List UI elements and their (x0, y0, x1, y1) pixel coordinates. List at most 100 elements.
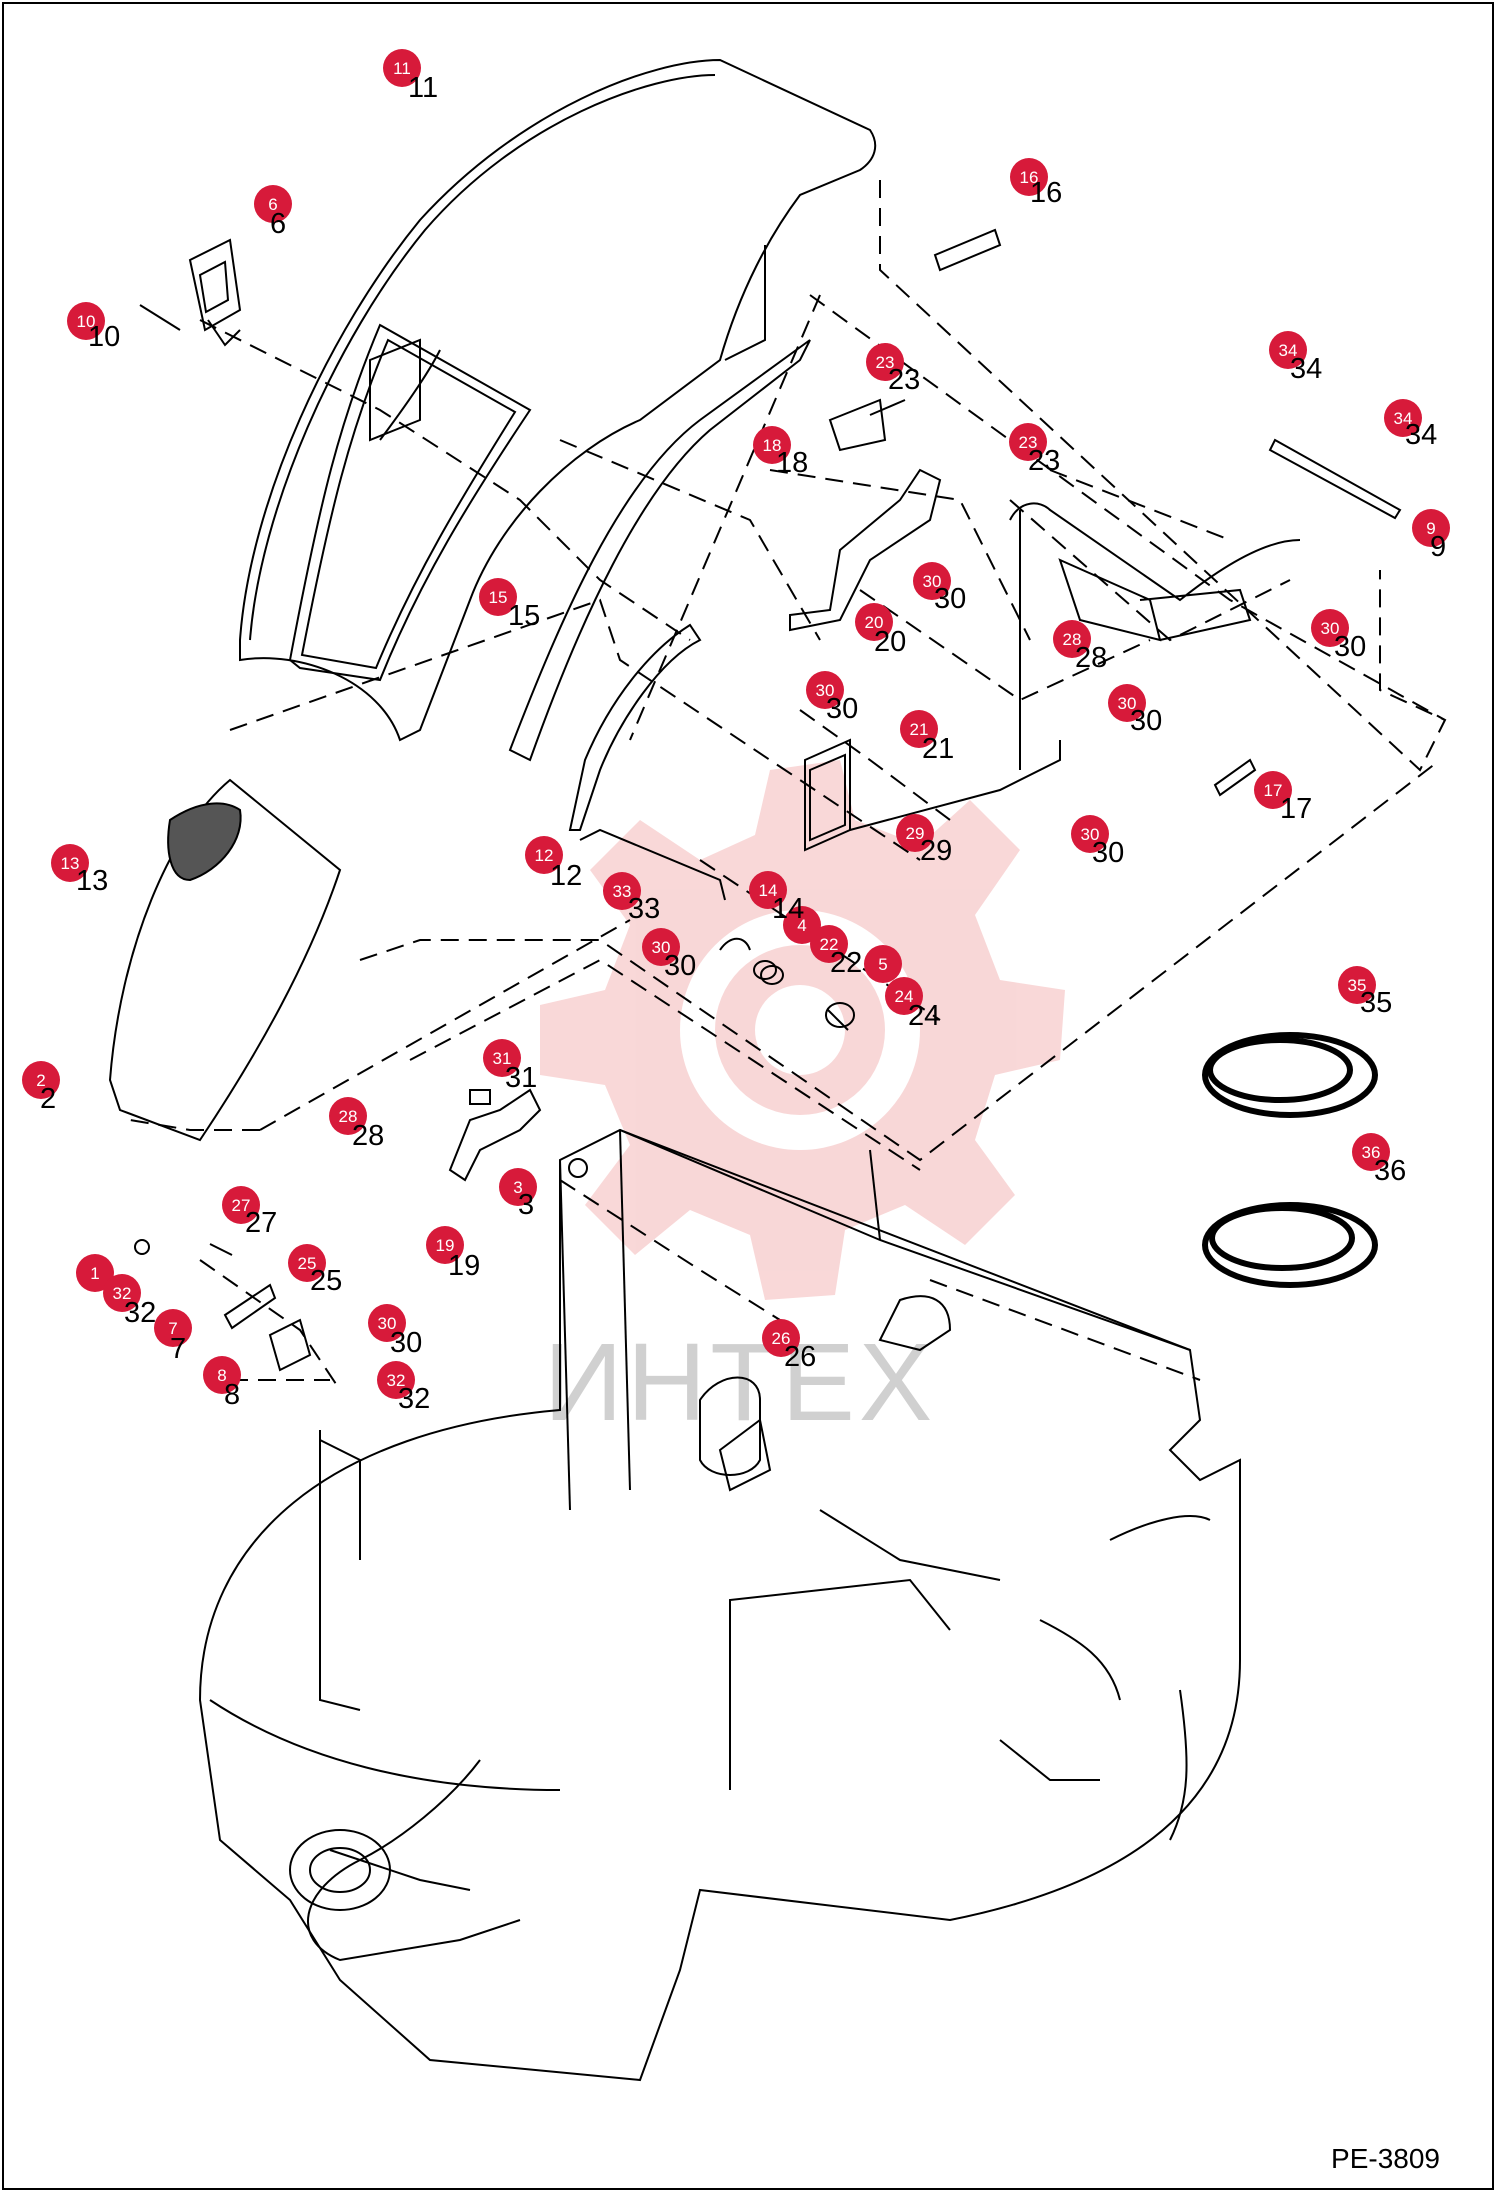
bolt-1 (134, 1239, 150, 1255)
callout-number: 30 (652, 938, 671, 957)
callout-marker (525, 836, 563, 874)
part-number-35: 35 (1360, 987, 1392, 1019)
watermark-text: ИНТЕХ (544, 1321, 936, 1444)
callout-number: 23 (876, 353, 895, 372)
pad-31 (469, 1089, 491, 1105)
callout-number: 4 (797, 916, 806, 935)
cab-canopy (239, 58, 877, 742)
callout-27: 27 (222, 1186, 260, 1224)
callout-number: 3 (513, 1178, 522, 1197)
callout-marker (67, 302, 105, 340)
part-number-21: 21 (922, 733, 954, 765)
callout-marker (1254, 771, 1292, 809)
callout-marker (642, 928, 680, 966)
callout-number: 27 (232, 1196, 251, 1215)
hose-35 (1202, 1032, 1378, 1118)
callout-number: 11 (393, 59, 411, 78)
rod-34 (1268, 438, 1402, 520)
callout-marker (76, 1254, 114, 1292)
callout-30: 30 (1071, 815, 1109, 853)
callout-marker (383, 49, 421, 87)
callout-number: 35 (1348, 976, 1367, 995)
callout-23: 23 (1009, 423, 1047, 461)
callout-number: 20 (865, 613, 884, 632)
part-number-27: 27 (245, 1207, 277, 1239)
part-number-32: 32 (124, 1297, 156, 1329)
callout-19: 19 (426, 1226, 464, 1264)
part-number-10: 10 (88, 321, 120, 353)
upper-frame (198, 1128, 1241, 2082)
callout-marker (203, 1356, 241, 1394)
callout-number: 30 (378, 1314, 397, 1333)
callout-marker (913, 562, 951, 600)
callout-number: 30 (1081, 825, 1100, 844)
boom-pivot-ring (289, 1829, 391, 1911)
callout-17: 17 (1254, 771, 1292, 809)
part-number-2: 2 (40, 1083, 56, 1115)
callout-3: 3 (499, 1168, 537, 1206)
callout-marker (483, 1039, 521, 1077)
part-number-6: 6 (270, 208, 286, 240)
part-number-16: 16 (1030, 177, 1062, 209)
frame-bracket-12 (568, 623, 726, 901)
part-number-34: 34 (1290, 353, 1322, 385)
callout-number: 18 (763, 436, 782, 455)
callout-number: 17 (1264, 781, 1283, 800)
callout-marker (254, 185, 292, 223)
line-art (108, 58, 1447, 2082)
callout-marker (22, 1061, 60, 1099)
callout-number: 28 (339, 1107, 358, 1126)
callout-marker (154, 1309, 192, 1347)
callout-4: 4 (783, 906, 821, 944)
part-number-23: 23 (888, 364, 920, 396)
callout-28: 28 (1053, 620, 1091, 658)
part-number-24: 24 (908, 1000, 940, 1032)
callout-18: 18 (753, 426, 791, 464)
callout-marker (377, 1361, 415, 1399)
bushing-24 (825, 1002, 855, 1031)
callout-number: 36 (1362, 1143, 1381, 1162)
callout-marker (329, 1097, 367, 1135)
callout-marker (866, 343, 904, 381)
callout-number: 2 (36, 1071, 45, 1090)
callout-marker (900, 710, 938, 748)
callout-number: 16 (1020, 168, 1039, 187)
part-number-33: 33 (628, 893, 660, 925)
callout-15: 15 (479, 578, 517, 616)
callout-7: 7 (154, 1309, 192, 1347)
callout-5: 5 (864, 945, 902, 983)
callout-number: 5 (878, 955, 887, 974)
part-number-14: 14 (772, 893, 804, 925)
callout-marker (855, 603, 893, 641)
door-handle (139, 238, 242, 347)
callout-marker (1269, 331, 1307, 369)
callout-number: 32 (113, 1284, 132, 1303)
callout-marker (783, 906, 821, 944)
callout-21: 21 (900, 710, 938, 748)
callout-number: 10 (77, 312, 96, 331)
hinge-7 (223, 1283, 277, 1330)
callout-33: 33 (603, 872, 641, 910)
trim-piece-17 (1213, 758, 1257, 797)
callout-marker (896, 814, 934, 852)
callout-number: 12 (535, 846, 554, 865)
callout-marker (864, 945, 902, 983)
part-number-30: 30 (664, 950, 696, 982)
part-number-28: 28 (352, 1120, 384, 1152)
part-number-15: 15 (508, 600, 540, 632)
part-number-30: 30 (826, 693, 858, 725)
callout-marker (51, 844, 89, 882)
callout-number: 28 (1063, 630, 1082, 649)
bracket-20 (789, 468, 942, 632)
washer-3 (568, 1158, 588, 1178)
callout-number: 30 (1321, 619, 1340, 638)
part-number-32: 32 (398, 1383, 430, 1415)
callout-number: 24 (895, 987, 914, 1006)
callout-32: 32 (103, 1274, 141, 1312)
dashed-outline (129, 180, 1447, 1391)
part-number-3: 3 (518, 1189, 534, 1221)
part-number-30: 30 (390, 1327, 422, 1359)
callout-marker (1352, 1133, 1390, 1171)
part-number-13: 13 (76, 865, 108, 897)
